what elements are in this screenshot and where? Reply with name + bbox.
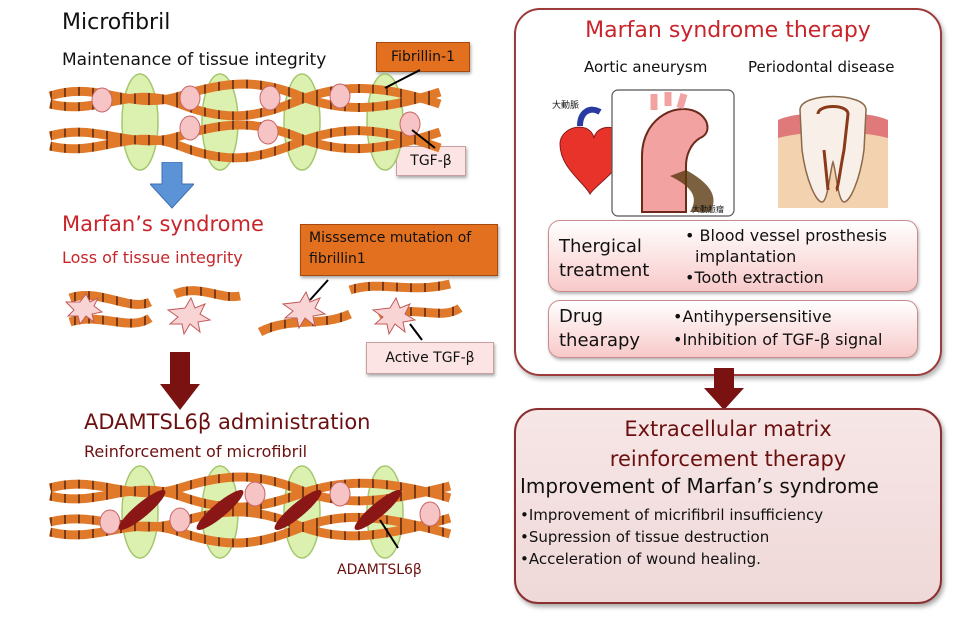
broken-fiber [348, 279, 452, 295]
fiber-strand [48, 79, 442, 113]
fiber-strand [48, 478, 452, 512]
aorta-icon [641, 108, 709, 213]
tgf-bead [329, 481, 351, 507]
microfibril-illustration [48, 69, 442, 171]
surgical-label-line1: Thergical [559, 236, 642, 257]
surgical-item: implantation [695, 247, 797, 266]
ecm-item: •Supression of tissue destruction [520, 528, 770, 546]
tgf-bead [91, 87, 113, 113]
maintenance-text: Maintenance of tissue integrity [62, 50, 327, 70]
pointer-arrow [411, 129, 436, 149]
active-tgf-star [371, 296, 417, 336]
therapy-panel: Marfan syndrome therapy Aortic aneurysm … [514, 8, 942, 376]
reinforced-fibril-illustration [48, 465, 452, 559]
therapy-title: Marfan syndrome therapy [585, 18, 871, 43]
adamtsl-title: ADAMTSL6β administration [84, 410, 371, 434]
ecm-items: •Improvement of micrifibril insufficienc… [520, 504, 823, 570]
drug-label-line1: Drug [559, 306, 604, 327]
fiber-strand [48, 120, 442, 154]
ecm-title-line1: Extracellular matrix [624, 417, 832, 441]
drug-therapy-box: Drug thearapy •Antihypersensitive •Inhib… [548, 300, 918, 358]
active-tgf-star [166, 296, 212, 336]
aortic-branches [650, 92, 688, 110]
tgf-bead [179, 85, 201, 111]
tgf-bead [179, 115, 201, 141]
broken-fiber [257, 309, 352, 337]
broken-fiber [68, 291, 153, 309]
drug-item: •Inhibition of TGF-β signal [673, 330, 883, 349]
pointer-arrow [384, 69, 421, 89]
fiber-strand [48, 472, 452, 506]
surgical-items: • Blood vessel prosthesis implantation •… [685, 225, 887, 288]
fiber-strand [48, 83, 442, 121]
ecm-item: •Acceleration of wound healing. [520, 550, 761, 568]
surgical-item: • Blood vessel prosthesis [685, 226, 888, 245]
pointer-arrow [309, 279, 329, 301]
pointer-arrow [379, 519, 399, 549]
adamtsl-rod [196, 489, 244, 531]
ecm-title: Extracellular matrix reinforcement thera… [516, 414, 940, 474]
mutation-label-box: Misssemce mutation of fibrillin1 [300, 224, 498, 276]
ecm-subtitle: Improvement of Marfan’s syndrome [520, 474, 879, 498]
periodontal-label: Periodontal disease [748, 58, 895, 76]
tgf-bead [257, 119, 279, 145]
tooth-pulp [816, 105, 850, 192]
blue-down-arrow [150, 162, 194, 209]
loss-text: Loss of tissue integrity [62, 248, 243, 267]
dark-red-down-arrow [704, 368, 744, 410]
ecm-title-line2: reinforcement therapy [609, 447, 847, 471]
aortic-aneurysm-illustration: 大動脈 大動脈瘤 [552, 89, 735, 217]
ecm-therapy-panel: Extracellular matrix reinforcement thera… [514, 408, 942, 604]
broken-fiber [173, 286, 241, 302]
adamtsl-rod [354, 489, 402, 531]
active-tgf-label: Active TGF-β [385, 350, 475, 366]
surgical-item: •Tooth extraction [685, 268, 824, 287]
active-tgf-label-box: Active TGF-β [366, 342, 494, 374]
tgf-bead [419, 501, 441, 527]
fiber-strand [48, 126, 442, 163]
mutation-label: Misssemce mutation of fibrillin1 [309, 230, 472, 267]
tgf-bead [169, 507, 191, 533]
adamtsl-rod [118, 489, 166, 531]
active-tgf-star [64, 293, 104, 326]
aneurysm-wall [670, 170, 714, 212]
tgf-bead [399, 111, 421, 137]
microfibril-title: Microfibril [62, 10, 171, 35]
jp-label: 大動脈瘤 [692, 204, 724, 214]
active-tgf-star [281, 290, 327, 330]
tgf-label-box: TGF-β [396, 146, 466, 176]
tooth-icon [799, 95, 867, 203]
adamtsl-label: ADAMTSL6β [337, 562, 422, 578]
aortic-label: Aortic aneurysm [584, 58, 708, 76]
damaged-fibril-illustration [64, 279, 463, 341]
tgf-bead [99, 509, 121, 535]
drug-label: Drug thearapy [559, 305, 640, 353]
vessel [577, 106, 602, 127]
fibrillin-label-box: Fibrillin-1 [376, 42, 470, 72]
reinforce-text: Reinforcement of microfibril [84, 442, 308, 461]
dark-red-down-arrow [160, 352, 200, 410]
fibrillin-label: Fibrillin-1 [391, 49, 455, 65]
jp-label: 大動脈 [552, 99, 579, 111]
tgf-label: TGF-β [410, 153, 452, 169]
tgf-bead [244, 481, 266, 507]
adamtsl-rod [274, 489, 322, 531]
tgf-bead [259, 85, 281, 111]
surgical-label: Thergical treatment [559, 235, 649, 283]
tgf-bead [329, 83, 351, 109]
pointer-arrow [409, 323, 423, 341]
surgical-treatment-box: Thergical treatment • Blood vessel prost… [548, 220, 918, 292]
drug-items: •Antihypersensitive •Inhibition of TGF-β… [673, 305, 883, 351]
surgical-label-line2: treatment [559, 260, 650, 281]
drug-item: •Antihypersensitive [673, 307, 832, 326]
drug-label-line2: thearapy [559, 330, 641, 351]
marfan-title: Marfan’s syndrome [62, 212, 264, 236]
tooth-illustration [778, 95, 888, 208]
crosslink-ellipse [121, 73, 159, 171]
ecm-item: •Improvement of micrifibril insufficienc… [520, 506, 824, 524]
